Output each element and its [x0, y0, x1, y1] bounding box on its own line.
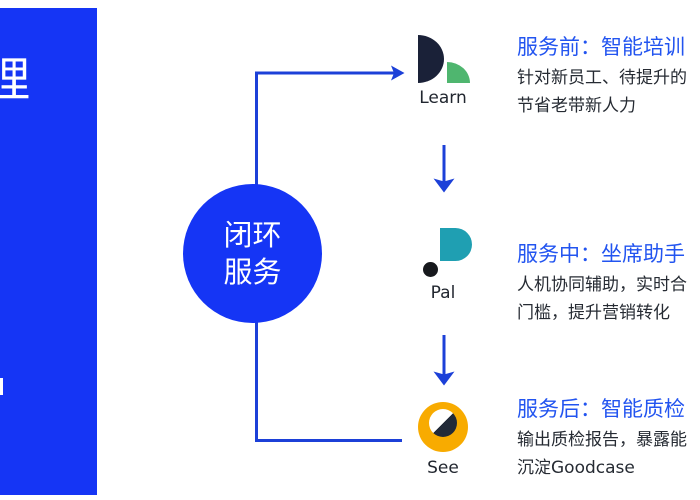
see-logo: See: [412, 402, 474, 500]
stage-title: 服务中：坐席助手: [517, 242, 685, 266]
arrowhead-pal-to-see-icon: [433, 371, 455, 386]
learn-logo: Learn: [412, 35, 474, 145]
learn-logo-dark-halfdisc-icon: [418, 35, 444, 83]
arrowhead-to-learn-icon: [391, 65, 405, 81]
hub-label-line2: 服务: [223, 254, 282, 289]
pal-logo-label: Pal: [430, 283, 456, 303]
panel-clipped-text: 理: [0, 53, 30, 108]
stage-text-pre-service: 服务前：智能培训 针对新员工、待提升的 节省老带新人力: [517, 35, 687, 120]
panel-edge-fragment: [0, 378, 3, 395]
learn-logo-label: Learn: [419, 88, 467, 108]
pal-logo-dot-icon: [423, 262, 438, 277]
stage-title: 服务前：智能培训: [517, 35, 685, 59]
left-panel: 理: [0, 8, 97, 495]
see-logo-circle-icon: [418, 402, 468, 452]
see-logo-lens-icon: [429, 409, 457, 437]
stage-title: 服务后：智能质检: [517, 397, 685, 421]
arrowhead-learn-to-pal-icon: [433, 178, 455, 193]
learn-logo-green-quarter-icon: [447, 62, 470, 83]
stage-desc-line1: 输出质检报告，暴露能: [517, 430, 687, 450]
stage-desc-line2: 节省老带新人力: [517, 96, 636, 116]
pal-logo-teal-d-icon: [440, 228, 472, 261]
stage-desc-line1: 人机协同辅助，实时合: [517, 275, 687, 295]
stage-desc-line2: 沉淀Goodcase: [517, 458, 635, 478]
hub-label-line1: 闭环: [223, 217, 282, 252]
stage-desc-line1: 针对新员工、待提升的: [517, 68, 687, 88]
stage-text-in-service: 服务中：坐席助手 人机协同辅助，实时合 门槛，提升营销转化: [517, 242, 687, 327]
closed-loop-hub: 闭环 服务: [183, 184, 322, 323]
stage-text-post-service: 服务后：智能质检 输出质检报告，暴露能 沉淀Goodcase: [517, 397, 687, 482]
see-logo-label: See: [427, 458, 459, 478]
pal-logo: Pal: [412, 228, 474, 338]
stage-desc-line2: 门槛，提升营销转化: [517, 303, 670, 323]
